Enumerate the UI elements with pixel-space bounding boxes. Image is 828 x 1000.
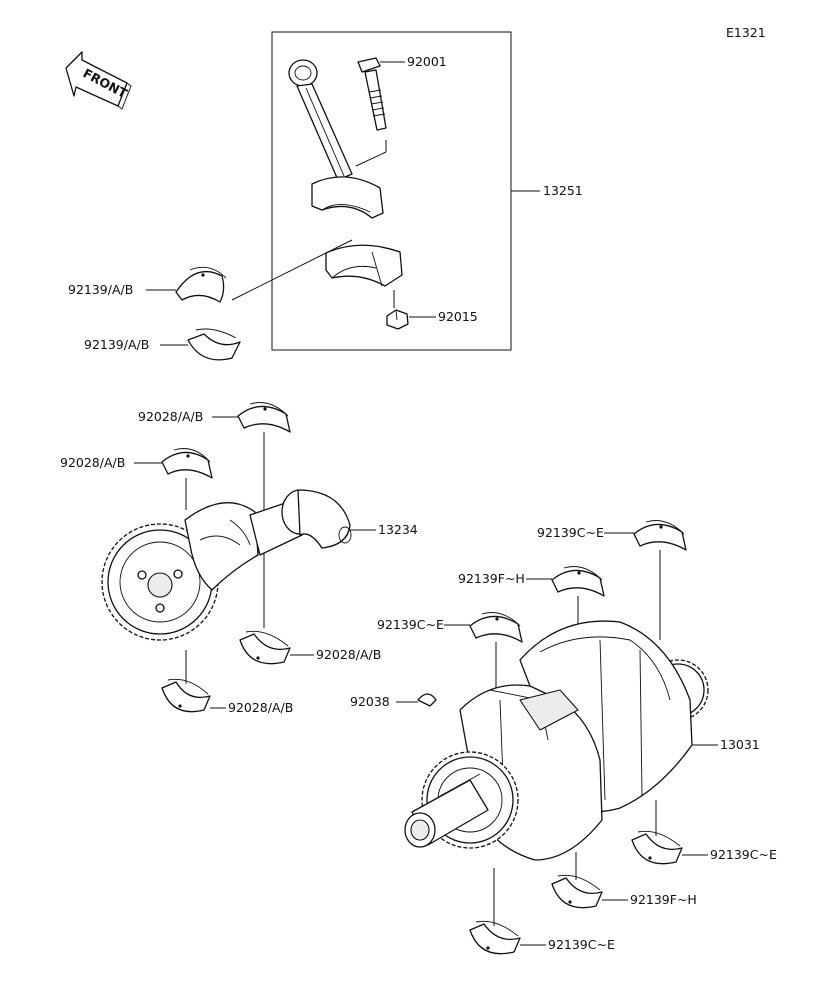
crankshaft	[404, 620, 709, 861]
front-arrow-icon: FRONT	[65, 51, 132, 110]
balancer-bearing-left	[161, 448, 213, 479]
label-92028ab-low2: 92028/A/B	[228, 700, 293, 715]
rod-bearing-upper	[175, 266, 227, 303]
key	[417, 693, 437, 707]
rod-bearing-lower	[187, 328, 241, 361]
label-92139ab-lower: 92139/A/B	[84, 337, 149, 352]
balancer-bearing-low2	[161, 678, 211, 713]
label-92139fh-top: 92139F~H	[458, 571, 525, 586]
label-92028ab-top: 92028/A/B	[138, 409, 203, 424]
label-92139ce-bottom-right: 92139C~E	[710, 847, 777, 862]
label-92139ce-top-right: 92139C~E	[537, 525, 604, 540]
nut	[386, 309, 409, 330]
label-92139ce-bottom-left: 92139C~E	[548, 937, 615, 952]
label-13251: 13251	[543, 183, 583, 198]
diagram-id: E1321	[726, 25, 766, 40]
connecting-rod	[288, 59, 384, 219]
label-92038: 92038	[350, 694, 390, 709]
crank-bearing-fh-bottom	[551, 874, 603, 909]
crank-bearing-bottom-right	[631, 830, 683, 865]
crank-bearing-top-right	[633, 520, 687, 551]
label-92028ab-left: 92028/A/B	[60, 455, 125, 470]
balancer-bearing-top	[237, 402, 291, 433]
crank-bearing-fh-top	[551, 566, 605, 597]
crank-bearing-bottom-left	[469, 920, 521, 955]
label-92001: 92001	[407, 54, 447, 69]
rod-cap	[325, 244, 403, 287]
label-92139ce-top-left: 92139C~E	[377, 617, 444, 632]
label-92028ab-low1: 92028/A/B	[316, 647, 381, 662]
label-92015: 92015	[438, 309, 478, 324]
label-92139fh-bottom: 92139F~H	[630, 892, 697, 907]
label-92139ab-upper: 92139/A/B	[68, 282, 133, 297]
label-13234: 13234	[378, 522, 418, 537]
label-13031: 13031	[720, 737, 760, 752]
balancer-bearing-low1	[239, 630, 291, 665]
bolt	[357, 57, 387, 131]
balancer-shaft	[101, 489, 352, 641]
crank-bearing-top-left	[469, 612, 523, 643]
